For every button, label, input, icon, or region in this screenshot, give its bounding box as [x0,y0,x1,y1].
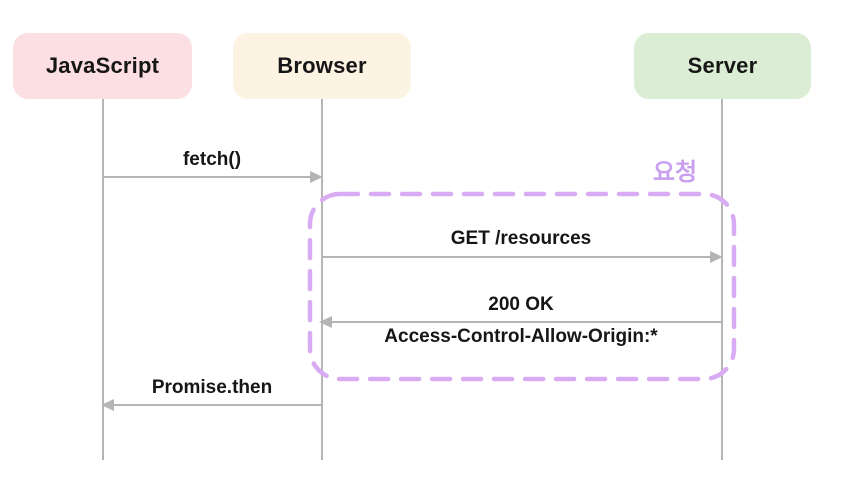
arrowhead-left-icon [319,316,332,328]
message-label-promise-then: Promise.then [151,377,273,398]
actor-label-javascript: JavaScript [45,53,160,78]
request-group-border [307,191,737,382]
message-arrow-response [319,316,721,328]
actor-label-browser: Browser [277,53,367,78]
actor-box-browser: Browser [233,33,411,99]
message-arrow-fetch [103,171,323,183]
arrowhead-right-icon [310,171,323,183]
message-label-fetch: fetch() [182,149,242,170]
arrowhead-left-icon [101,399,114,411]
arrowhead-right-icon [710,251,723,263]
actor-box-server: Server [634,33,811,99]
message-label-get-resources: GET /resources [450,228,592,249]
message-label-response-status: 200 OK [488,294,554,315]
lifeline-server [721,99,723,460]
request-group-frame [307,191,737,382]
lifeline-javascript [102,99,104,460]
lifeline-browser [321,99,323,460]
message-arrow-get-resources [321,251,723,263]
message-arrow-promise-then [101,399,321,411]
actor-label-server: Server [687,53,758,78]
request-group-label: 요청 [652,159,698,186]
actor-box-javascript: JavaScript [13,33,192,99]
message-label-response-header: Access-Control-Allow-Origin:* [384,326,658,347]
